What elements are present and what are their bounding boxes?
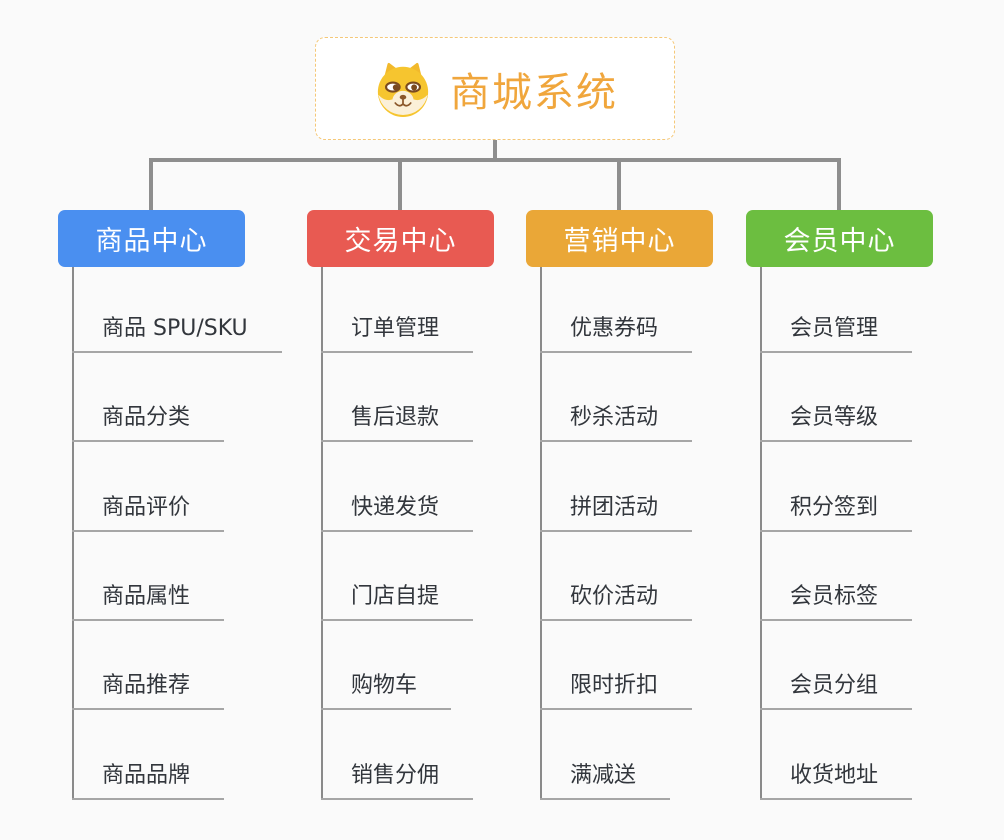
- branch-spine-4: [760, 267, 762, 800]
- leaf-node[interactable]: 会员分组: [760, 672, 913, 710]
- leaf-node[interactable]: 会员等级: [760, 404, 913, 442]
- leaf-node[interactable]: 售后退款: [321, 404, 474, 442]
- root-node[interactable]: 商城系统: [315, 37, 675, 140]
- leaf-node[interactable]: 会员标签: [760, 583, 913, 621]
- leaf-node[interactable]: 满减送: [540, 762, 671, 800]
- leaf-node[interactable]: 限时折扣: [540, 672, 693, 710]
- branch-spine-1: [72, 267, 74, 800]
- branch-node-2[interactable]: 交易中心: [307, 210, 494, 267]
- leaf-node[interactable]: 商品属性: [72, 583, 225, 621]
- shiba-dog-icon: [372, 60, 434, 118]
- leaf-node[interactable]: 销售分佣: [321, 762, 474, 800]
- leaf-node[interactable]: 快递发货: [321, 494, 474, 532]
- leaf-node[interactable]: 商品 SPU/SKU: [72, 315, 282, 353]
- leaf-node[interactable]: 积分签到: [760, 494, 913, 532]
- leaf-node[interactable]: 商品推荐: [72, 672, 225, 710]
- leaf-node[interactable]: 收货地址: [760, 762, 913, 800]
- connector-drop-2: [398, 158, 402, 210]
- leaf-node[interactable]: 秒杀活动: [540, 404, 693, 442]
- branch-spine-3: [540, 267, 542, 800]
- branch-node-3[interactable]: 营销中心: [526, 210, 713, 267]
- leaf-node[interactable]: 购物车: [321, 672, 452, 710]
- leaf-node[interactable]: 商品品牌: [72, 762, 225, 800]
- branch-node-1[interactable]: 商品中心: [58, 210, 245, 267]
- leaf-node[interactable]: 拼团活动: [540, 494, 693, 532]
- connector-root-stem: [493, 140, 497, 158]
- leaf-node[interactable]: 砍价活动: [540, 583, 693, 621]
- connector-drop-4: [837, 158, 841, 210]
- branch-spine-2: [321, 267, 323, 800]
- leaf-node[interactable]: 优惠券码: [540, 315, 693, 353]
- leaf-node[interactable]: 门店自提: [321, 583, 474, 621]
- branch-node-4[interactable]: 会员中心: [746, 210, 933, 267]
- root-title: 商城系统: [450, 69, 618, 116]
- connector-drop-3: [617, 158, 621, 210]
- connector-drop-1: [149, 158, 153, 210]
- connector-horizontal-bar: [149, 158, 841, 162]
- leaf-node[interactable]: 订单管理: [321, 315, 474, 353]
- leaf-node[interactable]: 商品分类: [72, 404, 225, 442]
- leaf-node[interactable]: 会员管理: [760, 315, 913, 353]
- leaf-node[interactable]: 商品评价: [72, 494, 225, 532]
